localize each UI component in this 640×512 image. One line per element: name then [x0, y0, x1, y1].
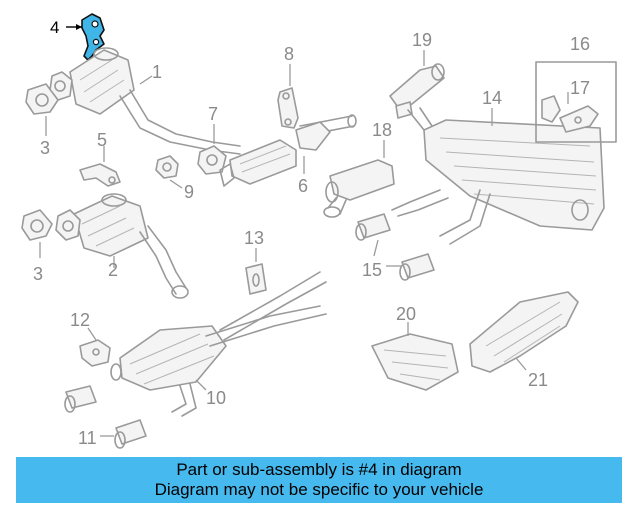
callout-19: 19	[412, 30, 432, 50]
part-15-clamp-lower[interactable]	[399, 253, 435, 281]
part-21-heat-shield[interactable]	[469, 291, 579, 373]
callout-20: 20	[396, 304, 416, 324]
part-10-front-muffler[interactable]	[110, 271, 327, 417]
callout-21: 21	[528, 370, 548, 390]
part-19-tailpipe[interactable]	[389, 63, 445, 119]
part-12-bracket[interactable]	[79, 339, 111, 367]
part-17-mount[interactable]	[541, 95, 599, 133]
part-9-nut[interactable]	[155, 155, 179, 179]
part-11-clamp-upper[interactable]	[64, 385, 97, 413]
callout-3-lower: 3	[33, 264, 43, 284]
callout-12: 12	[70, 310, 90, 330]
inset-box-16	[535, 61, 617, 143]
part-1-catalytic-converter[interactable]	[49, 47, 241, 155]
part-8-hanger[interactable]	[277, 87, 299, 129]
callout-15: 15	[362, 260, 382, 280]
callout-8: 8	[284, 44, 294, 64]
callout-14: 14	[482, 88, 502, 108]
banner-line-part: Part or sub-assembly is #4 in diagram	[176, 460, 462, 479]
callout-1: 1	[152, 62, 162, 82]
part-6-center-converter[interactable]	[219, 114, 357, 187]
info-banner: Part or sub-assembly is #4 in diagram Di…	[16, 457, 622, 503]
callout-4: 4	[50, 18, 59, 37]
part-11-clamp-lower[interactable]	[114, 419, 147, 449]
callout-2: 2	[108, 260, 118, 280]
callout-5: 5	[97, 130, 107, 150]
exhaust-parts-diagram: 4 3 1 5 3 2	[21, 13, 617, 449]
leader-4-arrow	[76, 24, 82, 30]
callout-17: 17	[570, 78, 590, 98]
part-3-gasket-upper[interactable]	[25, 83, 59, 115]
callout-16: 16	[570, 34, 590, 54]
callout-13: 13	[244, 228, 264, 248]
callout-10: 10	[206, 388, 226, 408]
part-13-hanger[interactable]	[245, 263, 267, 295]
callout-6: 6	[298, 176, 308, 196]
part-14-rear-muffler[interactable]	[391, 107, 605, 245]
banner-line-disclaimer: Diagram may not be specific to your vehi…	[154, 480, 484, 499]
part-15-clamp-upper[interactable]	[355, 213, 391, 241]
callout-7: 7	[208, 104, 218, 124]
callout-11: 11	[78, 428, 97, 448]
callout-9: 9	[184, 182, 194, 202]
callout-3-upper: 3	[40, 138, 50, 158]
part-18-resonator[interactable]	[323, 159, 395, 218]
callout-18: 18	[372, 120, 392, 140]
part-3-gasket-lower[interactable]	[21, 209, 53, 241]
part-5-bracket[interactable]	[79, 163, 121, 187]
part-20-heat-shield[interactable]	[371, 333, 459, 391]
part-2-catalytic-converter[interactable]	[55, 193, 189, 299]
part-7-gasket[interactable]	[197, 145, 227, 175]
